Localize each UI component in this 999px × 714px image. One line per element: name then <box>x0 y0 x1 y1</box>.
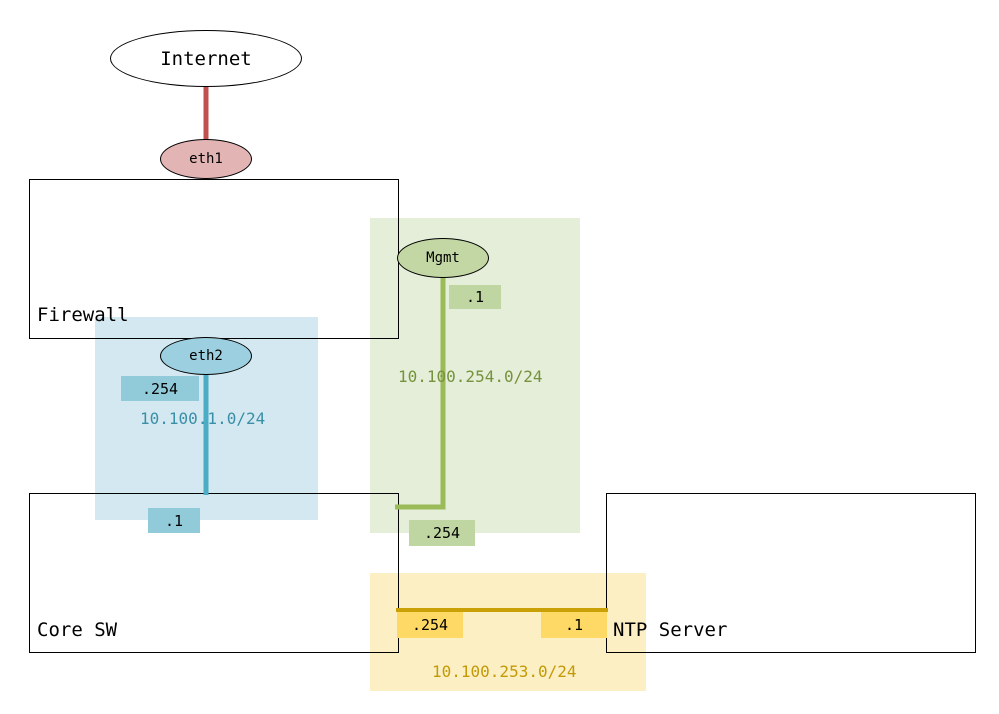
eth1-interface[interactable]: eth1 <box>160 139 252 179</box>
eth2-address-tag: .254 <box>121 376 199 401</box>
internet-node[interactable]: Internet <box>110 30 302 87</box>
mgmt-link <box>395 275 446 510</box>
mgmt-interface[interactable]: Mgmt <box>397 238 489 278</box>
firewall-label: Firewall <box>37 304 129 326</box>
ntp-server-box[interactable] <box>606 493 976 653</box>
eth1-label: eth1 <box>189 151 223 167</box>
eth2-label: eth2 <box>189 348 223 364</box>
core-mgmt-address-tag: .254 <box>409 520 475 546</box>
mgmt-label: Mgmt <box>426 250 460 266</box>
eth2-interface[interactable]: eth2 <box>160 337 252 375</box>
core-sw-label: Core SW <box>37 619 118 641</box>
core-inside-address-tag: .1 <box>148 508 200 533</box>
ntp-server-label: NTP Server <box>613 619 728 641</box>
core-ntp-address-tag: .254 <box>397 612 463 638</box>
ntp-subnet-label: 10.100.253.0/24 <box>432 662 577 681</box>
internet-label: Internet <box>160 47 252 70</box>
mgmt-subnet-label: 10.100.254.0/24 <box>398 367 543 386</box>
core-sw-box[interactable] <box>29 493 399 653</box>
mgmt-address-tag: .1 <box>449 285 501 309</box>
ntp-host-address-tag: .1 <box>541 612 607 638</box>
inside-subnet-label: 10.100.1.0/24 <box>140 409 266 428</box>
